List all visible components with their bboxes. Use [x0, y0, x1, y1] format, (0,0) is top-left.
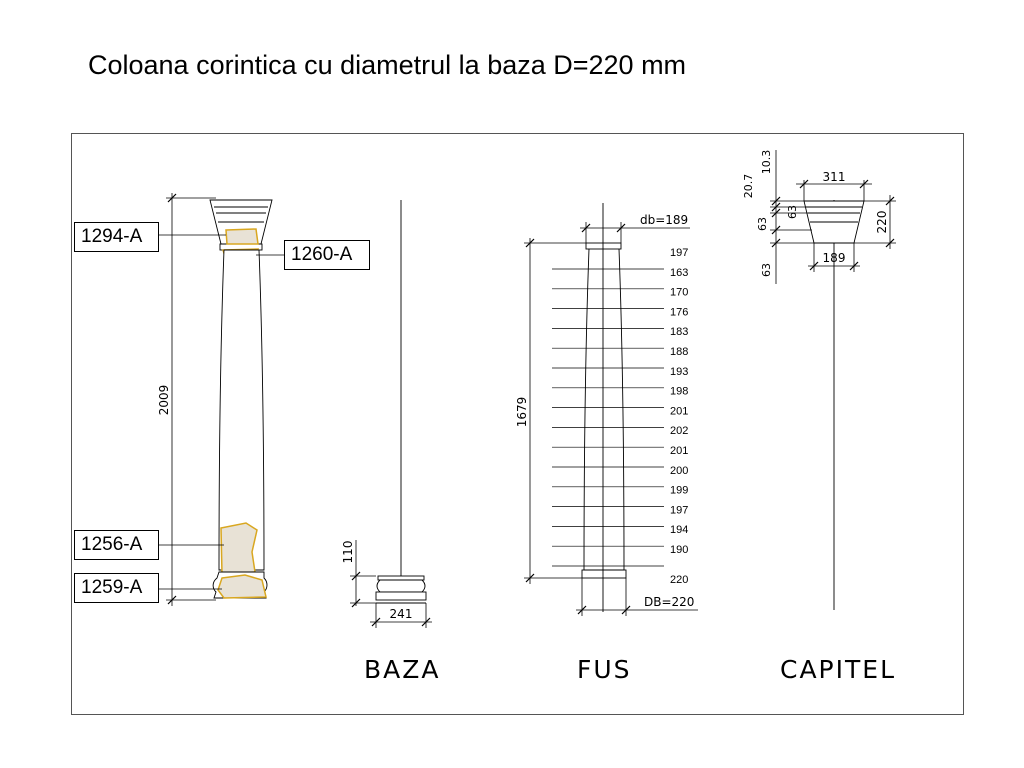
fus-diameter-value: 193 — [670, 366, 688, 378]
fus-diameter-value: 202 — [670, 425, 688, 437]
capitel-dim-10-3: 10.3 — [760, 150, 773, 175]
fus-diameter-stations: 197 163 170 176 183 188 193 198 201 202 201 200 199 1… — [552, 247, 688, 586]
fus-diameter-value: 201 — [670, 445, 688, 457]
capitel-label: CAPITEL — [780, 655, 897, 684]
fus-diameter-value: 198 — [670, 386, 688, 398]
fragment-shaft-bottom — [220, 522, 258, 575]
elevation-height-dimension: 2009 — [157, 193, 216, 606]
capitel-top-width-label: 311 — [823, 170, 846, 184]
baza-label: BAZA — [364, 655, 441, 684]
fus-diameter-value: 190 — [670, 544, 688, 556]
fus-bottom-diameter-label: DB=220 — [644, 595, 694, 609]
fus-diameter-value: 197 — [670, 247, 688, 259]
baza-width-label: 241 — [390, 607, 413, 621]
page-title: Coloana corintica cu diametrul la baza D… — [88, 50, 687, 80]
capitel-dim-63-c: 63 — [760, 263, 773, 277]
fus-diameter-value: 220 — [670, 574, 688, 586]
baza-drawing: 110 241 — [341, 200, 432, 628]
fus-diameter-value: 170 — [670, 287, 688, 299]
fus-diameter-value: 188 — [670, 346, 688, 358]
fus-height-label: 1679 — [515, 397, 529, 428]
elevation-shaft — [218, 249, 265, 571]
drawing-frame — [71, 133, 964, 715]
fus-diameter-value: 200 — [670, 465, 688, 477]
elevation-height-label: 2009 — [157, 385, 171, 416]
column-elevation: 2009 — [157, 193, 284, 606]
fragment-base — [217, 574, 267, 599]
fus-diameter-value: 163 — [670, 267, 688, 279]
fragment-capital-upper — [225, 228, 259, 245]
tag-1256-a: 1256-A — [74, 530, 159, 560]
fus-diameter-value: 199 — [670, 485, 688, 497]
fus-diameter-value: 197 — [670, 504, 688, 516]
capitel-dim-20-7: 20.7 — [742, 174, 755, 199]
capitel-drawing: 311 189 220 20.7 10.3 63 63 63 — [742, 150, 896, 610]
tag-1259-a: 1259-A — [74, 573, 159, 603]
fus-top-diameter-label: db=189 — [640, 213, 688, 227]
fus-diameter-value: 194 — [670, 524, 688, 536]
fus-label: FUS — [577, 655, 632, 684]
capitel-bottom-width-label: 189 — [823, 251, 846, 265]
capitel-height-label: 220 — [875, 211, 889, 234]
fus-diameter-value: 201 — [670, 405, 688, 417]
fus-drawing: db=189 DB=220 1679 197 163 170 176 183 188 193… — [515, 203, 698, 616]
baza-height-label: 110 — [341, 541, 355, 564]
capitel-dim-63-b: 63 — [786, 205, 799, 219]
capitel-dim-63-a: 63 — [756, 217, 769, 231]
fus-diameter-value: 176 — [670, 306, 688, 318]
tag-1260-a: 1260-A — [284, 240, 370, 270]
fus-diameter-value: 183 — [670, 326, 688, 338]
tag-1294-a: 1294-A — [74, 222, 159, 252]
